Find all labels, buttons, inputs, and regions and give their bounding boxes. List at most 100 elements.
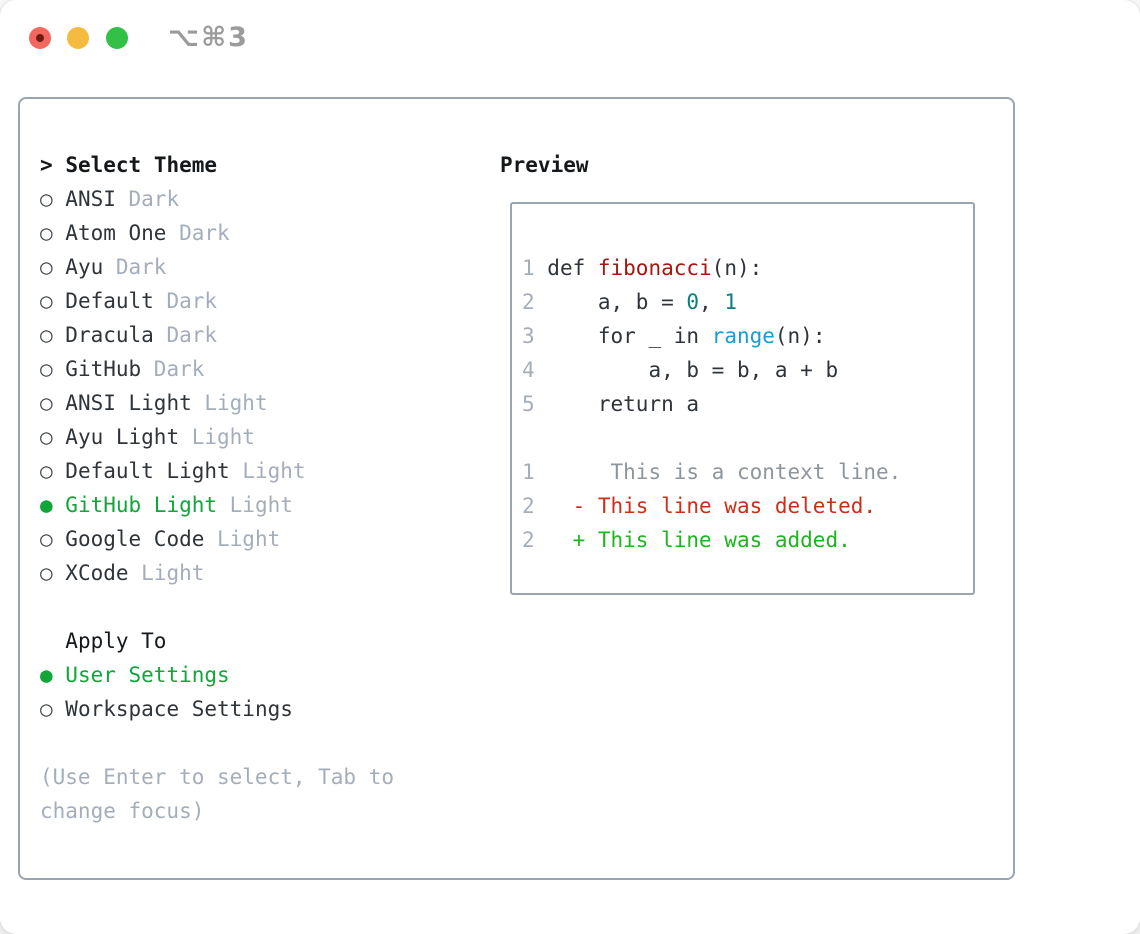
option-variant: Dark — [166, 221, 230, 245]
line-number: 5 — [522, 392, 548, 416]
theme-picker-panel: > Select Theme ○ ANSI Dark○ Atom One Dar… — [18, 97, 1015, 880]
line-number: 2 — [522, 494, 548, 518]
option-variant: Dark — [153, 289, 218, 313]
window-title: ⌥⌘3 — [168, 22, 249, 53]
line-number: 1 — [522, 460, 548, 484]
close-dot-icon — [36, 34, 44, 42]
option-variant: Dark — [141, 357, 205, 381]
line-number: 1 — [522, 256, 548, 280]
radio-icon: ○ — [40, 221, 66, 245]
option-label: GitHub — [65, 357, 142, 381]
radio-icon: ○ — [40, 697, 66, 721]
apply-to-label: Apply To — [65, 629, 167, 653]
selected-radio-icon: ● — [40, 663, 66, 687]
radio-icon: ○ — [40, 459, 66, 483]
apply-to-header: Apply To — [40, 624, 394, 658]
option-variant: Light — [229, 459, 306, 483]
option-label: ANSI — [65, 187, 116, 211]
option-variant: Dark — [115, 187, 180, 211]
code-token: def — [547, 256, 598, 280]
option-variant: Dark — [103, 255, 167, 279]
line-number: 3 — [522, 324, 548, 348]
radio-icon: ○ — [40, 561, 66, 585]
theme-picker: > Select Theme ○ ANSI Dark○ Atom One Dar… — [40, 148, 394, 828]
preview-label: Preview — [500, 153, 589, 177]
line-number: 2 — [522, 528, 548, 552]
preview-line: 2 a, b = 0, 1 — [522, 285, 973, 319]
preview-section: Preview 1 def fibonacci(n):2 a, b = 0, 1… — [500, 148, 975, 595]
code-token: a, b = — [547, 290, 687, 314]
code-token: range — [711, 324, 775, 348]
code-token: This is a context line. — [547, 460, 902, 484]
radio-icon: ○ — [40, 187, 66, 211]
code-token: 1 — [724, 290, 737, 314]
spacer — [40, 726, 394, 760]
option-label: XCode — [65, 561, 129, 585]
close-button[interactable] — [29, 27, 51, 49]
option-variant: Light — [128, 561, 205, 585]
option-variant: Dark — [153, 323, 218, 347]
theme-list: ○ ANSI Dark○ Atom One Dark○ Ayu Dark○ De… — [40, 182, 394, 590]
theme-option-ansi[interactable]: ○ ANSI Dark — [40, 182, 394, 216]
option-variant: Light — [179, 425, 255, 449]
preview-line: 5 return a — [522, 387, 973, 421]
theme-option-atom-one[interactable]: ○ Atom One Dark — [40, 216, 394, 250]
theme-option-default-light[interactable]: ○ Default Light Light — [40, 454, 394, 488]
option-label: Default — [65, 289, 154, 313]
preview-line: 4 a, b = b, a + b — [522, 353, 973, 387]
line-number: 2 — [522, 290, 548, 314]
radio-icon: ○ — [40, 391, 66, 415]
radio-icon: ○ — [40, 323, 66, 347]
option-label: Ayu Light — [65, 425, 180, 449]
option-label: User Settings — [65, 663, 230, 687]
preview-line: 2 - This line was deleted. — [522, 489, 973, 523]
code-token: for _ in — [547, 324, 712, 348]
code-token: fibonacci — [597, 256, 712, 280]
select-theme-header: > Select Theme — [40, 148, 394, 182]
theme-option-github[interactable]: ○ GitHub Dark — [40, 352, 394, 386]
option-variant: Light — [217, 493, 293, 517]
option-label: Ayu — [65, 255, 104, 279]
theme-option-ansi-light[interactable]: ○ ANSI Light Light — [40, 386, 394, 420]
minimize-button[interactable] — [67, 27, 89, 49]
spacer — [40, 590, 394, 624]
selected-radio-icon: ● — [40, 493, 66, 517]
apply-option-workspace-settings[interactable]: ○ Workspace Settings — [40, 692, 394, 726]
radio-icon: ○ — [40, 357, 66, 381]
preview-line: 1 This is a context line. — [522, 455, 973, 489]
option-variant: Light — [204, 527, 281, 551]
theme-option-ayu[interactable]: ○ Ayu Dark — [40, 250, 394, 284]
theme-option-default[interactable]: ○ Default Dark — [40, 284, 394, 318]
preview-header: Preview — [500, 148, 975, 182]
radio-icon: ○ — [40, 425, 66, 449]
apply-to-options: ● User Settings○ Workspace Settings — [40, 658, 394, 726]
theme-option-github-light[interactable]: ● GitHub Light Light — [40, 488, 394, 522]
preview-line: 2 + This line was added. — [522, 523, 973, 557]
theme-option-xcode[interactable]: ○ XCode Light — [40, 556, 394, 590]
option-label: GitHub Light — [65, 493, 218, 517]
titlebar: ⌥⌘3 — [0, 0, 1140, 76]
apply-option-user-settings[interactable]: ● User Settings — [40, 658, 394, 692]
code-token: , — [699, 290, 725, 314]
radio-icon: ○ — [40, 255, 66, 279]
code-token: (n): — [774, 324, 826, 348]
option-label: Workspace Settings — [65, 697, 293, 721]
code-token: return a — [547, 392, 700, 416]
option-label: Google Code — [65, 527, 205, 551]
zoom-button[interactable] — [106, 27, 128, 49]
code-token: (n): — [711, 256, 763, 280]
theme-option-dracula[interactable]: ○ Dracula Dark — [40, 318, 394, 352]
option-variant: Light — [191, 391, 268, 415]
theme-option-ayu-light[interactable]: ○ Ayu Light Light — [40, 420, 394, 454]
code-token: 0 — [686, 290, 700, 314]
code-token: + This line was added. — [547, 528, 851, 552]
option-label: Atom One — [65, 221, 167, 245]
hint-line-2: change focus) — [40, 799, 205, 823]
radio-icon: ○ — [40, 289, 66, 313]
theme-option-google-code[interactable]: ○ Google Code Light — [40, 522, 394, 556]
code-token: a, b = b, a + b — [547, 358, 839, 382]
